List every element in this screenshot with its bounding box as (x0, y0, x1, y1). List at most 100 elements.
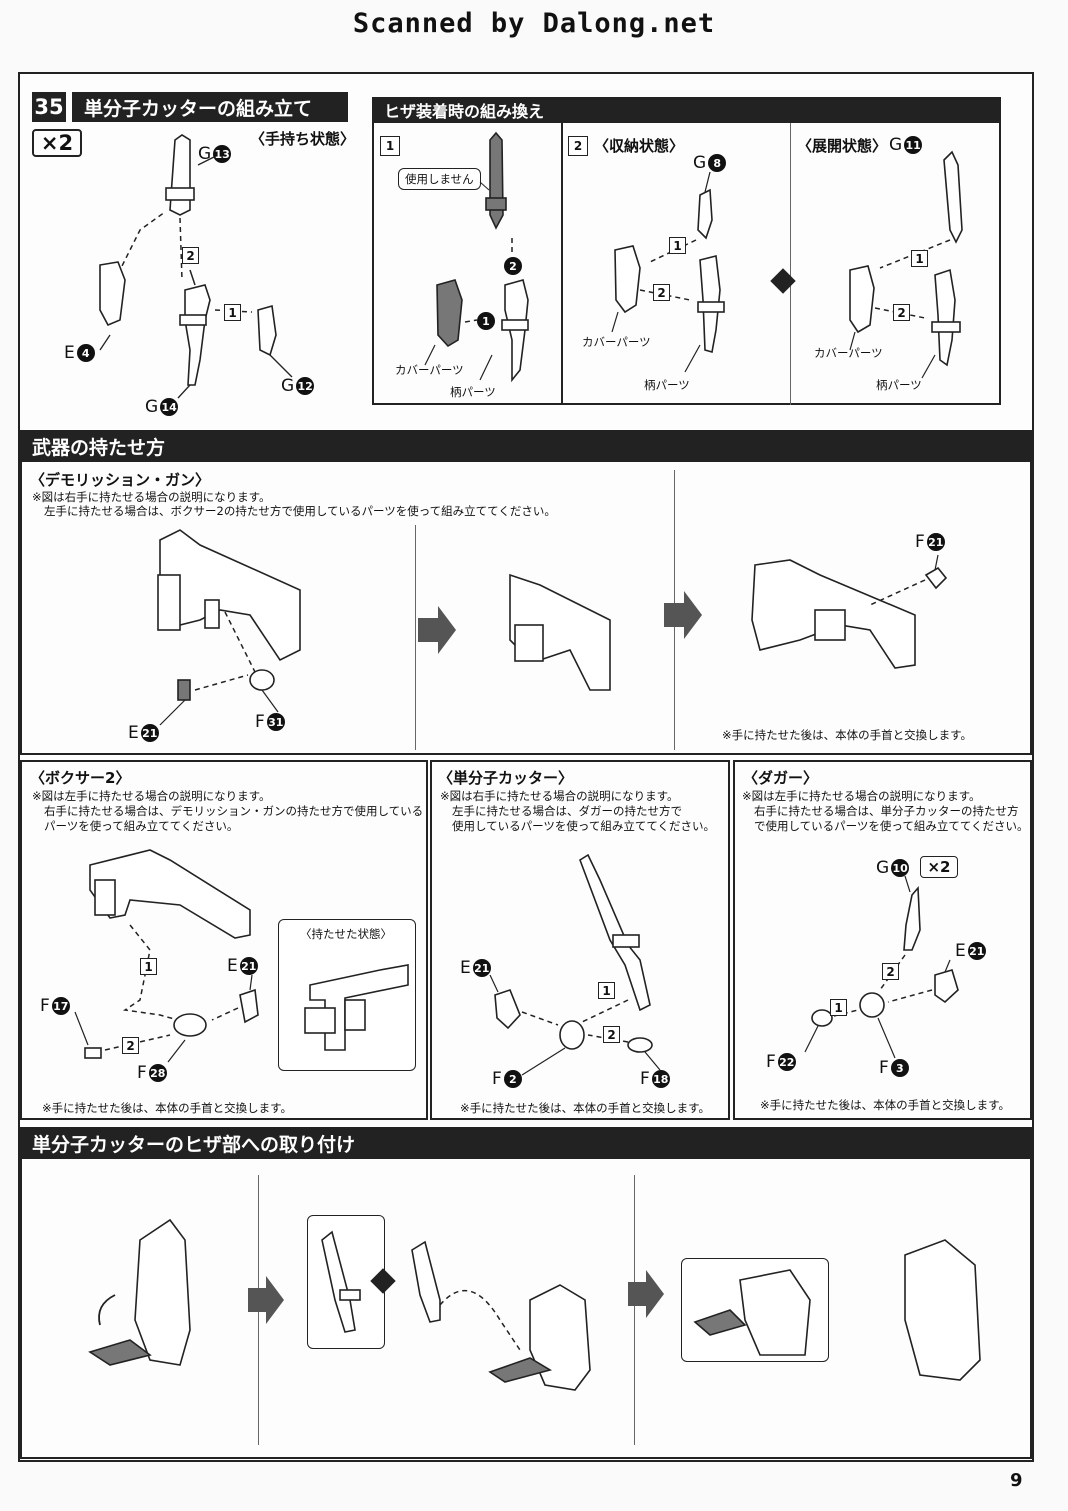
label-letter: G (145, 397, 159, 417)
cutter-note-3: 使用しているパーツを使って組み立ててください。 (452, 819, 716, 833)
handle-part-label: 柄パーツ (876, 378, 922, 392)
cover-part-label: カバーパーツ (395, 363, 464, 377)
label-number: 22 (777, 1053, 796, 1071)
label-letter: F (915, 532, 925, 552)
order-step-2: 2 (182, 247, 199, 264)
cover-part-label: カバーパーツ (814, 346, 883, 360)
label-letter: F (137, 1063, 147, 1083)
cutter-after-note: ※手に持たせた後は、本体の手首と交換します。 (460, 1101, 710, 1115)
demolition-note-1: ※図は右手に持たせる場合の説明になります。 (32, 490, 271, 504)
deployed-order-1: 1 (911, 250, 928, 267)
label-letter: E (227, 956, 238, 976)
dagger-note-1: ※図は左手に持たせる場合の説明になります。 (742, 789, 981, 803)
label-number: 18 (651, 1070, 670, 1088)
multiplier-badge: ×2 (32, 129, 82, 157)
boxer-order-1: 1 (140, 958, 157, 975)
handle-part-label: 柄パーツ (644, 378, 690, 392)
label-letter: F (255, 712, 265, 732)
cutter-title: 〈単分子カッター〉 (438, 769, 574, 787)
label-number: 4 (76, 344, 95, 362)
cutter-order-2: 2 (603, 1026, 620, 1043)
stowed-state-label: 〈収納状態〉 (594, 137, 685, 155)
boxer-note-1: ※図は左手に持たせる場合の説明になります。 (32, 789, 271, 803)
label-number: 21 (472, 959, 491, 977)
knee-attach-title: 単分子カッターのヒザ部への取り付け (20, 1127, 1032, 1159)
label-number: 2 (503, 1070, 522, 1088)
scan-credit: Scanned by Dalong.net (352, 8, 716, 39)
boxer-order-2: 2 (122, 1037, 139, 1054)
order-step-1: 1 (224, 304, 241, 321)
dagger-after-note: ※手に持たせた後は、本体の手首と交換します。 (760, 1098, 1010, 1112)
weapons-title: 武器の持たせ方 (20, 430, 1032, 462)
swap-order-1: 1 (477, 312, 495, 330)
dagger-title: 〈ダガー〉 (743, 769, 819, 787)
cutter-panel (430, 760, 730, 1120)
swap-order-2: 2 (504, 257, 522, 275)
label-number: 28 (148, 1064, 167, 1082)
label-number: 3 (890, 1059, 909, 1077)
knee-swap-title: ヒザ装着時の組み換え (372, 97, 1001, 123)
dagger-multiplier-badge: ×2 (920, 856, 958, 878)
handle-part-label: 柄パーツ (450, 385, 496, 399)
page-number: 9 (1010, 1470, 1023, 1491)
step35-title: 単分子カッターの組み立て (72, 92, 348, 122)
label-letter: G (876, 858, 890, 878)
panel-divider (790, 123, 791, 405)
label-number: 21 (926, 533, 945, 551)
boxer-title: 〈ボクサー2〉 (30, 769, 131, 787)
label-number: 21 (967, 942, 986, 960)
panel-divider (415, 525, 416, 750)
label-number: 8 (708, 154, 727, 172)
label-letter: F (766, 1052, 776, 1072)
swap-step-2: 2 (568, 136, 588, 156)
not-used-callout: 使用しません (398, 168, 481, 190)
swap-step-1: 1 (380, 136, 400, 156)
boxer-note-3: パーツを使って組み立ててください。 (44, 819, 239, 833)
label-letter: E (460, 958, 471, 978)
panel-divider (634, 1175, 635, 1445)
dagger-note-3: で使用しているパーツを使って組み立ててください。 (754, 819, 1029, 833)
demolition-after-note: ※手に持たせた後は、本体の手首と交換します。 (722, 728, 972, 742)
label-letter: E (128, 723, 139, 743)
boxer-note-2: 右手に持たせる場合は、デモリッション・ガンの持たせ方で使用している (44, 804, 424, 818)
label-number: 14 (160, 398, 179, 416)
stowed-order-1: 1 (669, 237, 686, 254)
knee-swap-panel (372, 97, 1001, 405)
label-letter: G (693, 153, 707, 173)
cutter-order-1: 1 (598, 982, 615, 999)
label-number: 11 (904, 136, 923, 154)
label-number: 12 (296, 377, 315, 395)
panel-divider (561, 123, 563, 405)
label-number: 21 (239, 957, 258, 975)
label-number: 13 (213, 145, 232, 163)
dagger-note-2: 右手に持たせる場合は、単分子カッターの持たせ方 (754, 804, 1019, 818)
label-number: 21 (140, 724, 159, 742)
label-number: 31 (266, 713, 285, 731)
deployed-state-label: 〈展開状態〉 (797, 137, 888, 155)
cover-part-label: カバーパーツ (582, 335, 651, 349)
hand-state-label: 〈手持ち状態〉 (250, 130, 356, 148)
dagger-order-1: 1 (830, 999, 847, 1016)
label-letter: E (64, 343, 75, 363)
label-letter: G (889, 135, 903, 155)
cutter-note-1: ※図は右手に持たせる場合の説明になります。 (440, 789, 679, 803)
